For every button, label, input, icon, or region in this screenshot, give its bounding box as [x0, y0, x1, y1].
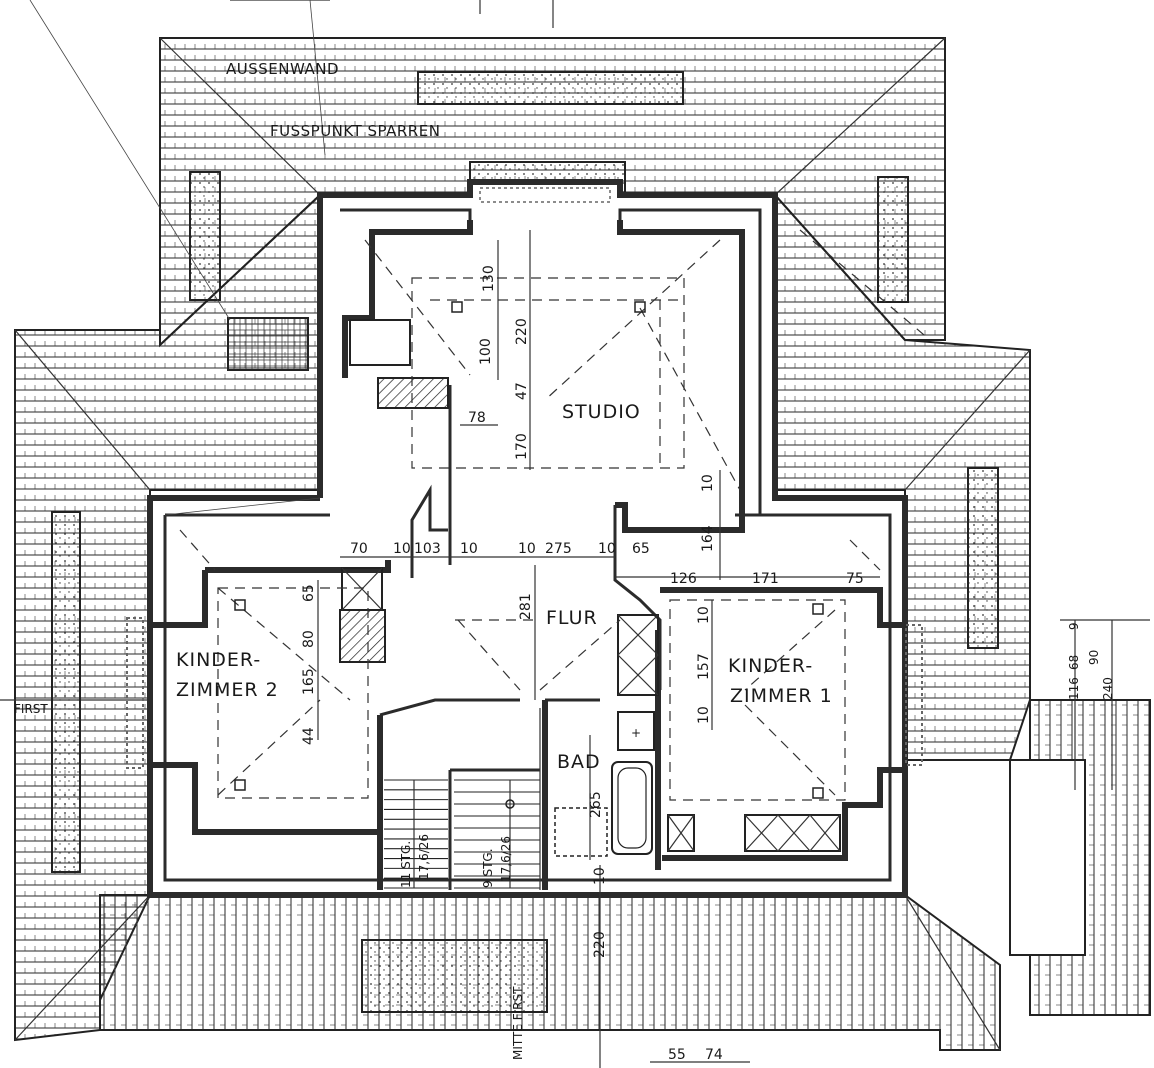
dim-10-k1b: 10 [696, 706, 712, 724]
dim-55: 55 [668, 1047, 686, 1063]
dim-220-top: 220 [514, 318, 530, 345]
dim-265: 265 [588, 791, 604, 818]
room-studio: STUDIO [562, 401, 641, 423]
dim-281: 281 [518, 593, 534, 620]
dim-126: 126 [670, 571, 697, 587]
dim-65-k2: 65 [301, 584, 317, 602]
dim-170: 170 [514, 433, 530, 460]
svg-text:+: + [631, 726, 641, 740]
note-mitte-first: MITTE FIRST [511, 986, 525, 1060]
dim-275: 275 [545, 541, 572, 557]
dimension-labels: 130 220 100 47 78 170 10 164 70 10 103 1… [301, 265, 1115, 1063]
dim-10-a: 10 [393, 541, 411, 557]
dim-100: 100 [478, 338, 494, 365]
room-bad: BAD [557, 751, 601, 773]
dim-220-bottom: 220 [592, 931, 608, 958]
note-first: FIRST [14, 702, 48, 716]
dim-70: 70 [350, 541, 368, 557]
dim-10-studio: 10 [700, 474, 716, 492]
dim-78: 78 [468, 410, 486, 426]
cabinets [617, 614, 841, 852]
roof-areas [0, 37, 1151, 1051]
vent-marks [234, 301, 824, 799]
dim-65-top: 65 [632, 541, 650, 557]
inner-walls [150, 220, 905, 890]
room-labels: STUDIO FLUR BAD KINDER- ZIMMER 1 KINDER-… [176, 401, 833, 773]
dim-171: 171 [752, 571, 779, 587]
dim-44: 44 [301, 727, 317, 745]
room-kinderzimmer1-line1: KINDER- [728, 655, 813, 677]
dim-103: 103 [414, 541, 441, 557]
dim-10-c: 10 [518, 541, 536, 557]
dim-10-k1: 10 [696, 606, 712, 624]
stair-1-ratio: 17,6/26 [417, 834, 431, 880]
dim-116: 116 [1067, 677, 1081, 700]
room-kinderzimmer2-line1: KINDER- [176, 649, 261, 671]
dim-68: 68 [1067, 655, 1081, 670]
dim-9: 9 [1067, 622, 1081, 630]
wall-windows [126, 187, 923, 769]
dim-130: 130 [481, 265, 497, 292]
stair-1-count: 11 STG. [399, 841, 413, 888]
dim-157: 157 [696, 653, 712, 680]
dim-80: 80 [301, 630, 317, 648]
dim-164: 164 [700, 525, 716, 552]
room-flur: FLUR [546, 607, 598, 629]
stair-labels: 11 STG. 17,6/26 9 STG. 17,6/26 [399, 834, 513, 888]
dim-75: 75 [846, 571, 864, 587]
stair-2-count: 9 STG. [481, 848, 495, 888]
plan-notes: AUSSENWAND FUSSPUNKT SPARREN FIRST MITTE… [14, 60, 525, 1060]
interior-floor [150, 180, 905, 895]
dim-165: 165 [301, 668, 317, 695]
room-kinderzimmer2-line2: ZIMMER 2 [176, 679, 279, 701]
dim-10-bad: 10 [592, 867, 608, 885]
stairs [384, 708, 541, 890]
shafts [339, 319, 449, 663]
dim-90: 90 [1087, 650, 1101, 665]
note-aussenwand: AUSSENWAND [226, 60, 339, 78]
stair-2-ratio: 17,6/26 [499, 836, 513, 882]
dimension-lines [29, 0, 1150, 1068]
dim-10-b: 10 [460, 541, 478, 557]
room-kinderzimmer1-line2: ZIMMER 1 [730, 685, 833, 707]
dim-10-d: 10 [598, 541, 616, 557]
bathroom-fixtures: + [554, 711, 655, 857]
room-outlines [179, 229, 931, 801]
dim-47: 47 [514, 382, 530, 400]
note-fusspunkt-sparren: FUSSPUNKT SPARREN [270, 122, 440, 140]
dim-240: 240 [1101, 677, 1115, 700]
dim-74: 74 [705, 1047, 723, 1063]
